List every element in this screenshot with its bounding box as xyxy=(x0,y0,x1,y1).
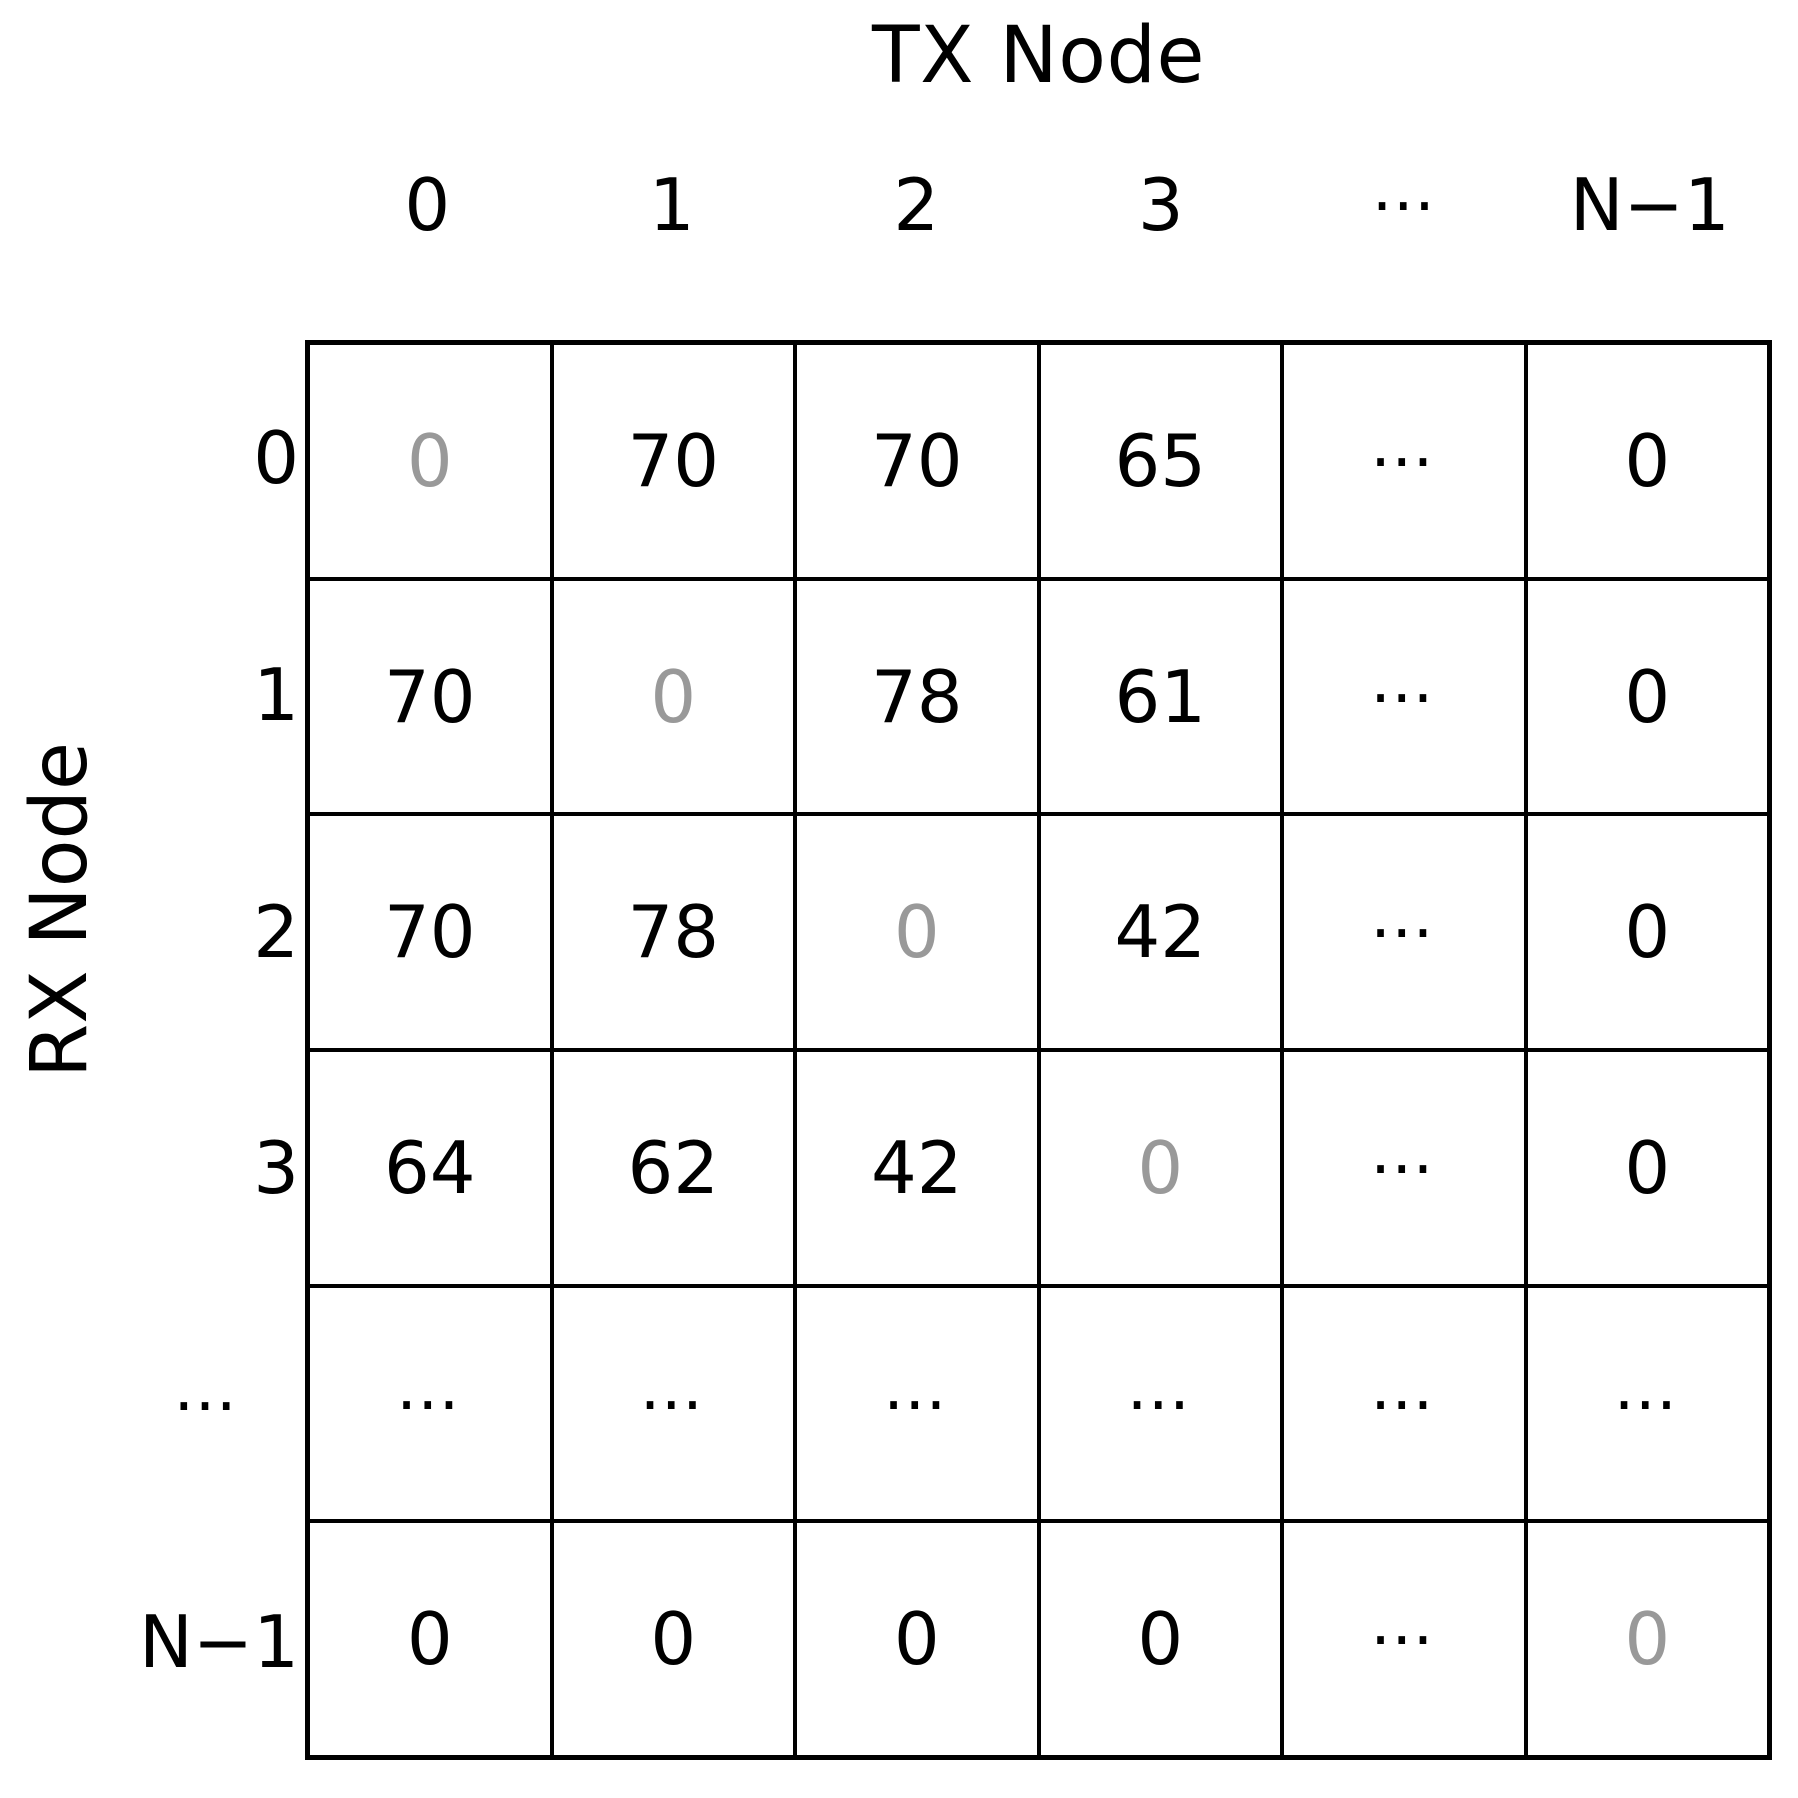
row-header-4: ⋯ xyxy=(173,1368,241,1443)
matrix-cell-0-4: ⋯ xyxy=(1284,345,1528,577)
matrix-cell-0-1: 70 xyxy=(554,345,797,577)
matrix-cell-2-0: 70 xyxy=(310,816,554,1049)
matrix-cell-4-1: ⋯ xyxy=(554,1287,797,1520)
row-header-0: 0 xyxy=(253,416,299,501)
table-row: ⋯⋯⋯⋯⋯⋯ xyxy=(310,1287,1767,1524)
matrix-cell-0-2: 70 xyxy=(797,345,1041,577)
row-header-column: 0 1 2 3 ⋯ N−1 xyxy=(95,340,305,1760)
row-header-2: 2 xyxy=(253,889,299,974)
matrix-cell-3-3: 0 xyxy=(1041,1052,1284,1284)
matrix-cell-5-1: 0 xyxy=(554,1523,797,1756)
row-header-5: N−1 xyxy=(139,1599,299,1684)
matrix-cell-3-4: ⋯ xyxy=(1284,1052,1528,1284)
column-header-2: 2 xyxy=(893,163,940,247)
matrix-cell-2-1: 78 xyxy=(554,816,797,1049)
matrix-cell-5-5: 0 xyxy=(1624,1597,1671,1682)
matrix-cell-2-5: 0 xyxy=(1624,890,1671,975)
matrix-cell-3-0: 64 xyxy=(310,1052,554,1284)
column-header-row: 0 1 2 3 ⋯ N−1 xyxy=(305,150,1772,260)
matrix-cell-4-5: ⋯ xyxy=(1613,1366,1682,1441)
matrix-cell-4-3: ⋯ xyxy=(1041,1287,1284,1520)
matrix-cell-5-0: 0 xyxy=(310,1523,554,1756)
column-header-4: ⋯ xyxy=(1371,168,1440,242)
matrix-cell-3-2: 42 xyxy=(797,1052,1041,1284)
matrix-cell-1-5: 0 xyxy=(1624,654,1671,739)
matrix-cell-1-2: 78 xyxy=(797,580,1041,813)
matrix-cell-4-2: ⋯ xyxy=(797,1287,1041,1520)
matrix-cell-1-0: 70 xyxy=(310,580,554,813)
matrix-cell-0-3: 65 xyxy=(1041,345,1284,577)
matrix-cell-5-3: 0 xyxy=(1041,1523,1284,1756)
matrix-cell-4-0: ⋯ xyxy=(310,1287,554,1520)
matrix-cell-1-4: ⋯ xyxy=(1284,580,1528,813)
matrix-cell-5-4: ⋯ xyxy=(1284,1523,1528,1756)
matrix-cell-2-3: 42 xyxy=(1041,816,1284,1049)
matrix-cell-4-4: ⋯ xyxy=(1284,1287,1528,1520)
column-header-0: 0 xyxy=(404,163,451,247)
matrix-cell-1-1: 0 xyxy=(554,580,797,813)
matrix-cell-2-4: ⋯ xyxy=(1284,816,1528,1049)
tx-node-axis-label: TX Node xyxy=(872,11,1205,101)
matrix-cell-1-3: 61 xyxy=(1041,580,1284,813)
row-header-3: 3 xyxy=(253,1126,299,1211)
matrix-cell-3-1: 62 xyxy=(554,1052,797,1284)
matrix-cell-5-2: 0 xyxy=(797,1523,1041,1756)
column-header-5: N−1 xyxy=(1569,163,1730,247)
matrix-cell-0-5: 0 xyxy=(1624,418,1671,503)
column-header-1: 1 xyxy=(648,163,695,247)
rx-node-axis-label: RX Node xyxy=(15,742,105,1078)
column-header-3: 3 xyxy=(1137,163,1184,247)
row-header-1: 1 xyxy=(253,653,299,737)
matrix-cell-3-5: 0 xyxy=(1624,1125,1671,1210)
matrix-cell-2-2: 0 xyxy=(797,816,1041,1049)
matrix-cell-0-0: 0 xyxy=(310,345,554,577)
